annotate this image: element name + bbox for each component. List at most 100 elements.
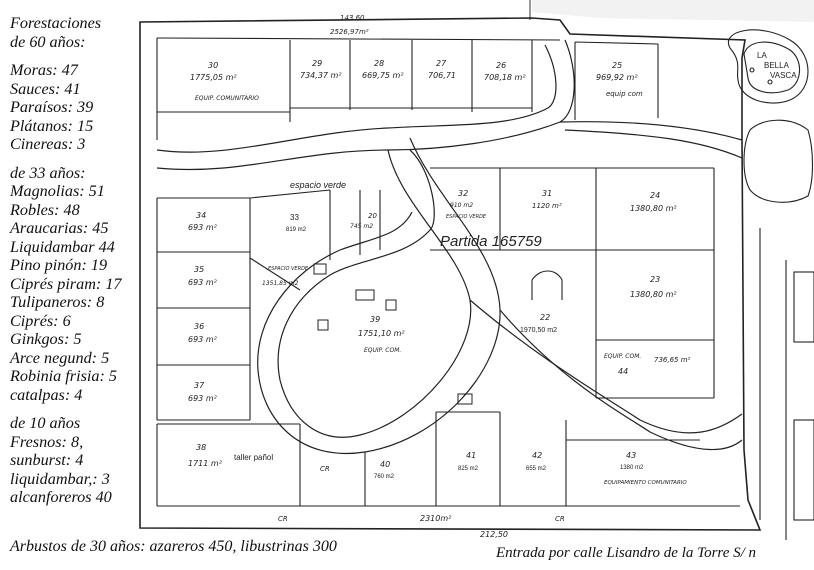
legend-item: liquidambar,: 3 <box>10 469 110 488</box>
lot-number: 38 <box>196 443 206 452</box>
lot-note: EQUIP. COM. <box>604 353 641 360</box>
legend-item: Plátanos: 15 <box>10 116 94 135</box>
lot-number: 35 <box>194 265 204 274</box>
lot-number: 23 <box>650 275 660 284</box>
lot-number: 32 <box>458 189 468 198</box>
lot-area: 1970,50 m2 <box>520 327 557 334</box>
legend-item: sunburst: 4 <box>10 451 84 469</box>
lot-area: 655 m2 <box>526 466 547 472</box>
road-label: CR <box>555 515 565 523</box>
legend-item: Liquidambar 44 <box>10 237 115 256</box>
espacio-verde-label: espacio verde <box>290 180 346 190</box>
bottom-measure: 2310m² <box>420 514 452 523</box>
lot-28: 28 669,75 m² <box>362 59 404 80</box>
legend-subheader-60: de 60 años: <box>10 32 86 51</box>
lot-number: 44 <box>618 367 628 376</box>
lot-note: ESPACIO VERDE <box>268 266 309 272</box>
lot-23: 23 1380,80 m² <box>630 275 677 299</box>
legend-item: Sauces: 41 <box>10 79 81 98</box>
lot-40: 40 760 m2 <box>374 460 395 480</box>
lot-42: 42 655 m2 <box>526 451 547 472</box>
lot-32: 32 910 m2 ESPACIO VERDE <box>446 189 487 220</box>
legend-item: alcanforeros 40 <box>10 488 112 506</box>
lot-area: 669,75 m² <box>362 71 404 80</box>
lot-area: 734,37 m² <box>300 71 342 80</box>
lot-area: 1351,85 m2 <box>262 280 299 287</box>
road-label: CR <box>320 465 330 473</box>
lot-number: 39 <box>370 315 380 324</box>
lot-number: 41 <box>466 451 476 460</box>
lot-area: 693 m² <box>188 223 218 232</box>
legend-item: Fresnos: 8, <box>10 432 84 451</box>
legend-header-10: de 10 años <box>10 414 81 432</box>
structures <box>313 263 473 405</box>
lot-area: 1751,10 m² <box>358 329 405 338</box>
property-boundary <box>139 17 762 531</box>
legend-item: Tulipaneros: 8 <box>10 293 105 311</box>
legend-item: Pino pinón: 19 <box>10 256 108 274</box>
species-legend: Forestaciones de 60 años: Moras: 47 Sauc… <box>10 14 122 507</box>
lot-41: 41 825 m2 <box>458 451 479 472</box>
lot-number: 22 <box>540 313 550 322</box>
lot-43: 43 1380 m2 EQUIPAMIENTO COMUNITARIO <box>604 451 687 486</box>
lot-number: 33 <box>290 213 299 222</box>
legend-item: Araucarias: 45 <box>10 219 109 237</box>
lot-36: 36 693 m² <box>188 322 218 344</box>
lot-number: 26 <box>496 61 506 70</box>
legend-item: Robles: 48 <box>10 200 80 219</box>
lot-35: 35 693 m² <box>188 265 218 287</box>
lot-29: 29 734,37 m² <box>300 59 342 80</box>
legend-item: Magnolias: 51 <box>10 182 105 200</box>
lot-26: 26 708,18 m² <box>484 61 526 82</box>
lot-31: 31 1120 m² <box>532 189 562 210</box>
partida-label: Partida 165759 <box>440 233 542 250</box>
bella-vasca-bella: BELLA <box>764 61 790 70</box>
middle-lots <box>156 189 381 421</box>
lot-24: 24 1380,80 m² <box>630 191 677 213</box>
legend-item: Ciprés piram: 17 <box>10 274 122 293</box>
lot-area: 1380,80 m² <box>630 290 677 299</box>
lot-area: 760 m2 <box>374 474 395 480</box>
lot-37: 37 693 m² <box>188 381 218 403</box>
lot-area: 1380,80 m² <box>630 204 677 213</box>
lot-25: 25 969,92 m² equip com <box>596 61 643 98</box>
road-label: CR <box>278 515 288 523</box>
lot-area: 1711 m² <box>188 459 223 468</box>
lot-39: 39 1751,10 m² EQUIP. COM. <box>358 315 405 354</box>
lot-number: 37 <box>194 381 205 390</box>
lot-number: 30 <box>208 61 218 70</box>
lot-22: 22 1970,50 m2 <box>520 313 557 334</box>
lot-number: 31 <box>542 189 552 198</box>
internal-road <box>156 39 743 454</box>
lot-number: 28 <box>374 59 384 68</box>
bottom-lots <box>156 411 740 507</box>
bottom-measure: 212,50 <box>480 530 508 539</box>
lot-area: 708,18 m² <box>484 73 526 82</box>
lot-44: 44 736,65 m² EQUIP. COM. <box>604 353 691 376</box>
lot-number: 20 <box>368 212 377 220</box>
top-measure: 2526,97m² <box>330 28 369 36</box>
lot-espacio-verde: ESPACIO VERDE 1351,85 m2 <box>262 266 309 287</box>
lot-33: 33 819 m2 <box>286 213 307 233</box>
lot-30: 30 1775,05 m² EQUIP. COMUNITARIO <box>190 61 259 102</box>
legend-item: Cinereas: 3 <box>10 135 86 153</box>
lot-number: 25 <box>612 61 622 70</box>
lot-note: equip com <box>606 90 643 98</box>
legend-header-60: Forestaciones <box>10 14 102 32</box>
lot-number: 40 <box>380 460 390 469</box>
lot-area: 969,92 m² <box>596 73 638 82</box>
legend-item: Arce negund: 5 <box>10 348 110 367</box>
lot-number: 24 <box>650 191 660 200</box>
entrance-note: Entrada por calle Lisandro de la Torre S… <box>496 545 757 561</box>
lot-area: 1380 m2 <box>620 465 644 471</box>
lot-number: 42 <box>532 451 542 460</box>
legend-item: Robinia frisia: 5 <box>10 367 118 385</box>
top-measure: 143.60 <box>340 14 365 22</box>
lot-area: 693 m² <box>188 335 218 344</box>
right-lots <box>430 167 715 399</box>
lot-area: 693 m² <box>188 278 218 287</box>
top-lots-block <box>156 37 659 140</box>
lot-area: 1775,05 m² <box>190 73 237 82</box>
